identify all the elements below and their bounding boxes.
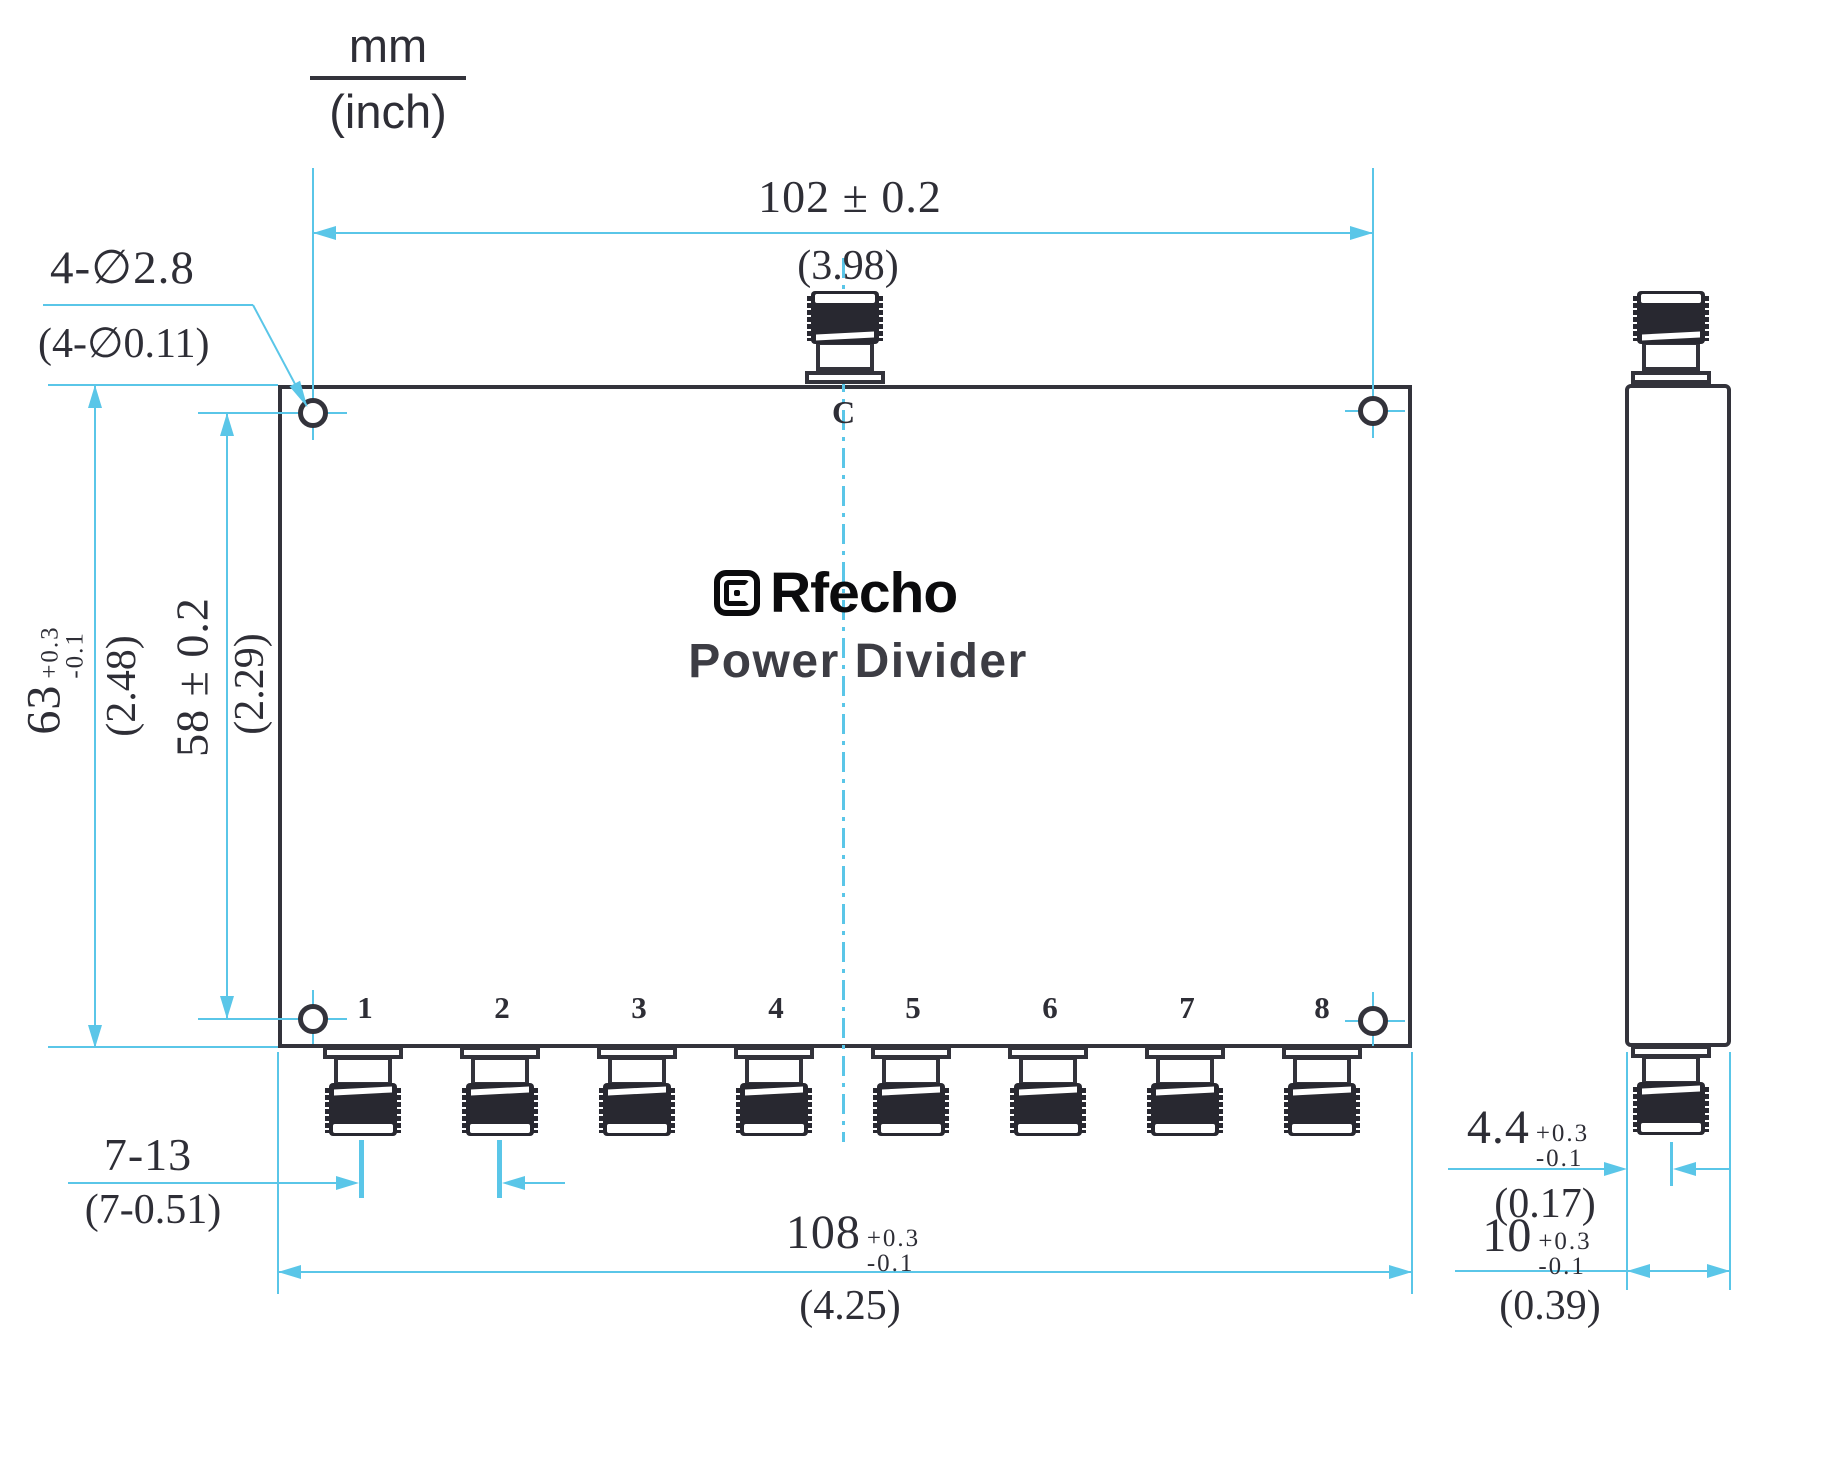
sma-connector-port-2	[460, 1046, 540, 1136]
arrow-58-bottom	[220, 996, 234, 1019]
arrow-4p4-left	[1604, 1162, 1627, 1176]
arrow-10-left	[1627, 1264, 1650, 1278]
port-label-2: 2	[494, 990, 510, 1025]
rfecho-logo-icon	[714, 570, 760, 616]
dim-58-mm: 58 ± 0.2	[166, 597, 218, 757]
dim-4p4-mm: 4.4+0.3-0.1	[1466, 1101, 1590, 1172]
ext-line-58-top	[198, 412, 288, 414]
sma-connector-side-top	[1631, 291, 1711, 384]
dim-holes-inch: (4-∅0.11)	[38, 321, 210, 367]
dim-line-10	[1455, 1270, 1730, 1272]
arrow-102-left	[313, 226, 336, 240]
dim-line-63	[94, 385, 96, 1048]
port-label-5: 5	[905, 990, 921, 1025]
dim-pitch-inch: (7-0.51)	[84, 1187, 222, 1233]
dim-58-inch: (2.29)	[227, 633, 273, 735]
port-label-6: 6	[1042, 990, 1058, 1025]
mounting-hole-top-left	[298, 398, 328, 428]
ext-line-108-right	[1411, 1052, 1413, 1294]
sma-connector-port-6	[1008, 1046, 1088, 1136]
front-view-body	[278, 385, 1412, 1048]
arrow-10-right	[1707, 1264, 1730, 1278]
units-mm-label: mm	[348, 19, 428, 72]
units-inch-label: (inch)	[329, 85, 447, 138]
port-label-4: 4	[768, 990, 784, 1025]
dim-10-inch: (0.39)	[1499, 1283, 1601, 1329]
sma-connector-port-1	[323, 1046, 403, 1136]
logo-text: Rfecho	[770, 561, 958, 625]
sma-connector-port-4	[734, 1046, 814, 1136]
brand-logo: Rfecho	[714, 560, 958, 626]
product-title: Power Divider	[688, 635, 1028, 688]
holes-leader-underline	[43, 304, 253, 306]
arrow-102-right	[1350, 226, 1373, 240]
tick-connector-center	[1670, 1142, 1673, 1186]
dim-pitch-mm: 7-13	[103, 1129, 193, 1180]
sma-connector-port-7	[1145, 1046, 1225, 1136]
arrow-63-top	[88, 385, 102, 408]
pitch-tick-port2	[497, 1140, 502, 1198]
center-port-label: C	[832, 394, 856, 430]
dim-63-mm: 63+0.3-0.1	[17, 625, 89, 735]
ext-line-side-right	[1729, 1052, 1731, 1290]
ext-line-58-bottom	[198, 1018, 288, 1020]
dim-holes-mm: 4-∅2.8	[50, 242, 195, 294]
dim-line-108	[278, 1271, 1412, 1273]
sma-connector-port-8	[1282, 1046, 1362, 1136]
extension-line-hole-tl	[312, 168, 314, 440]
arrow-58-top	[220, 413, 234, 436]
sma-connector-input-c	[805, 291, 885, 384]
connector-stem	[816, 341, 874, 371]
mounting-hole-bottom-left	[298, 1004, 328, 1034]
arrow-108-right	[1389, 1265, 1412, 1279]
port-label-7: 7	[1179, 990, 1195, 1025]
dim-10-mm: 10+0.3-0.1	[1482, 1209, 1592, 1280]
port-label-1: 1	[357, 990, 373, 1025]
dim-line-58	[226, 413, 228, 1019]
arrow-pitch-left	[336, 1176, 359, 1190]
extension-line-hole-tr	[1372, 168, 1374, 438]
pitch-tick-port1	[359, 1140, 364, 1198]
ext-line-108-left	[277, 1052, 279, 1294]
sma-connector-port-5	[871, 1046, 951, 1136]
dim-108-inch: (4.25)	[799, 1283, 901, 1329]
ext-line-63-top	[48, 384, 278, 386]
vertical-centerline	[842, 258, 845, 1142]
units-fraction-bar	[310, 76, 466, 80]
dim-4p4-inch: (0.17)	[1494, 1181, 1596, 1227]
mounting-hole-bottom-right	[1358, 1006, 1388, 1036]
side-view-body	[1625, 384, 1731, 1047]
sma-connector-port-3	[597, 1046, 677, 1136]
port-label-8: 8	[1314, 990, 1330, 1025]
dim-line-102	[313, 232, 1373, 234]
dim-102-inch: (3.98)	[797, 243, 899, 289]
mounting-hole-top-right	[1358, 396, 1388, 426]
connector-thread	[807, 291, 883, 344]
dim-line-pitch-right	[525, 1182, 565, 1184]
arrow-pitch-right	[502, 1176, 525, 1190]
dim-line-pitch-left	[68, 1182, 338, 1184]
dim-102-mm: 102 ± 0.2	[758, 171, 942, 222]
ext-line-side-left	[1626, 1052, 1628, 1290]
dim-line-4p4-tail	[1696, 1168, 1729, 1170]
connector-flange	[805, 371, 885, 384]
ext-line-63-bottom	[48, 1046, 278, 1048]
arrow-4p4-right	[1673, 1162, 1696, 1176]
dim-line-4p4	[1448, 1168, 1604, 1170]
dim-108-mm: 108+0.3-0.1	[785, 1206, 921, 1277]
sma-connector-side-bottom	[1631, 1045, 1711, 1135]
port-label-3: 3	[631, 990, 647, 1025]
dim-63-inch: (2.48)	[99, 635, 145, 737]
arrow-63-bottom	[88, 1025, 102, 1048]
arrow-108-left	[278, 1265, 301, 1279]
